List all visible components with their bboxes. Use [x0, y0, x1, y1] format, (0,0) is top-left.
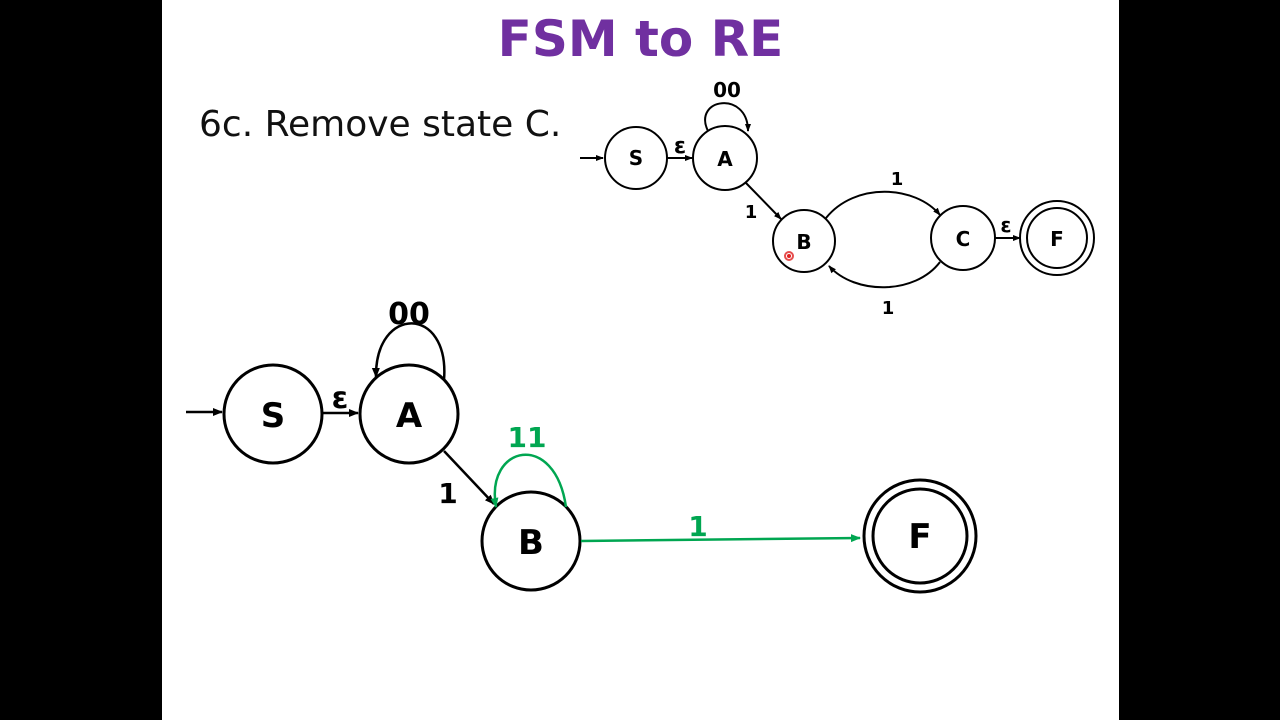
small-state-c-label: C [956, 227, 971, 251]
large-state-f-label: F [908, 517, 931, 557]
small-state-f-outer [1019, 200, 1095, 276]
large-state-b [480, 490, 582, 592]
small-state-a [692, 125, 758, 191]
slide: FSM to RE 6c. Remove state C. [162, 0, 1119, 720]
large-state-a [358, 363, 460, 465]
large-state-f-inner [871, 487, 969, 585]
large-state-a-label: A [396, 396, 423, 436]
large-loop-b [490, 453, 568, 508]
large-state-s-label: S [261, 396, 286, 436]
large-label-loop-a: 00 [388, 297, 430, 332]
mouse-pointer-dot [784, 251, 794, 261]
small-label-loop-a: 00 [713, 78, 741, 102]
large-label-bf: 1 [688, 510, 707, 543]
small-edge-b-c [825, 190, 941, 219]
small-state-s-label: S [629, 146, 643, 170]
small-state-a-label: A [717, 147, 733, 171]
small-state-b-label: B [796, 230, 811, 254]
large-edge-b-f [580, 534, 861, 543]
small-loop-a [704, 102, 751, 132]
large-diagram [186, 322, 978, 594]
small-diagram [580, 102, 1095, 289]
small-edge-c-b [828, 261, 941, 289]
large-state-f-outer [862, 478, 978, 594]
small-edge-a-b [745, 182, 782, 220]
large-loop-a [371, 322, 446, 381]
small-state-f-label: F [1050, 227, 1064, 251]
slide-subtitle: 6c. Remove state C. [199, 104, 562, 145]
small-label-cb: 1 [882, 298, 895, 319]
large-state-b-label: B [518, 523, 544, 563]
large-label-loop-b: 11 [508, 421, 547, 454]
large-edge-a-b [443, 450, 495, 505]
large-label-eps-sa: ε [332, 381, 349, 416]
small-label-eps-sa: ε [674, 134, 686, 159]
small-label-ab: 1 [745, 202, 758, 223]
small-label-bc: 1 [891, 169, 904, 190]
small-label-eps-cf: ε [1000, 213, 1011, 237]
small-state-f-inner [1026, 207, 1088, 269]
slide-title: FSM to RE [497, 10, 784, 68]
large-label-ab: 1 [438, 477, 457, 510]
